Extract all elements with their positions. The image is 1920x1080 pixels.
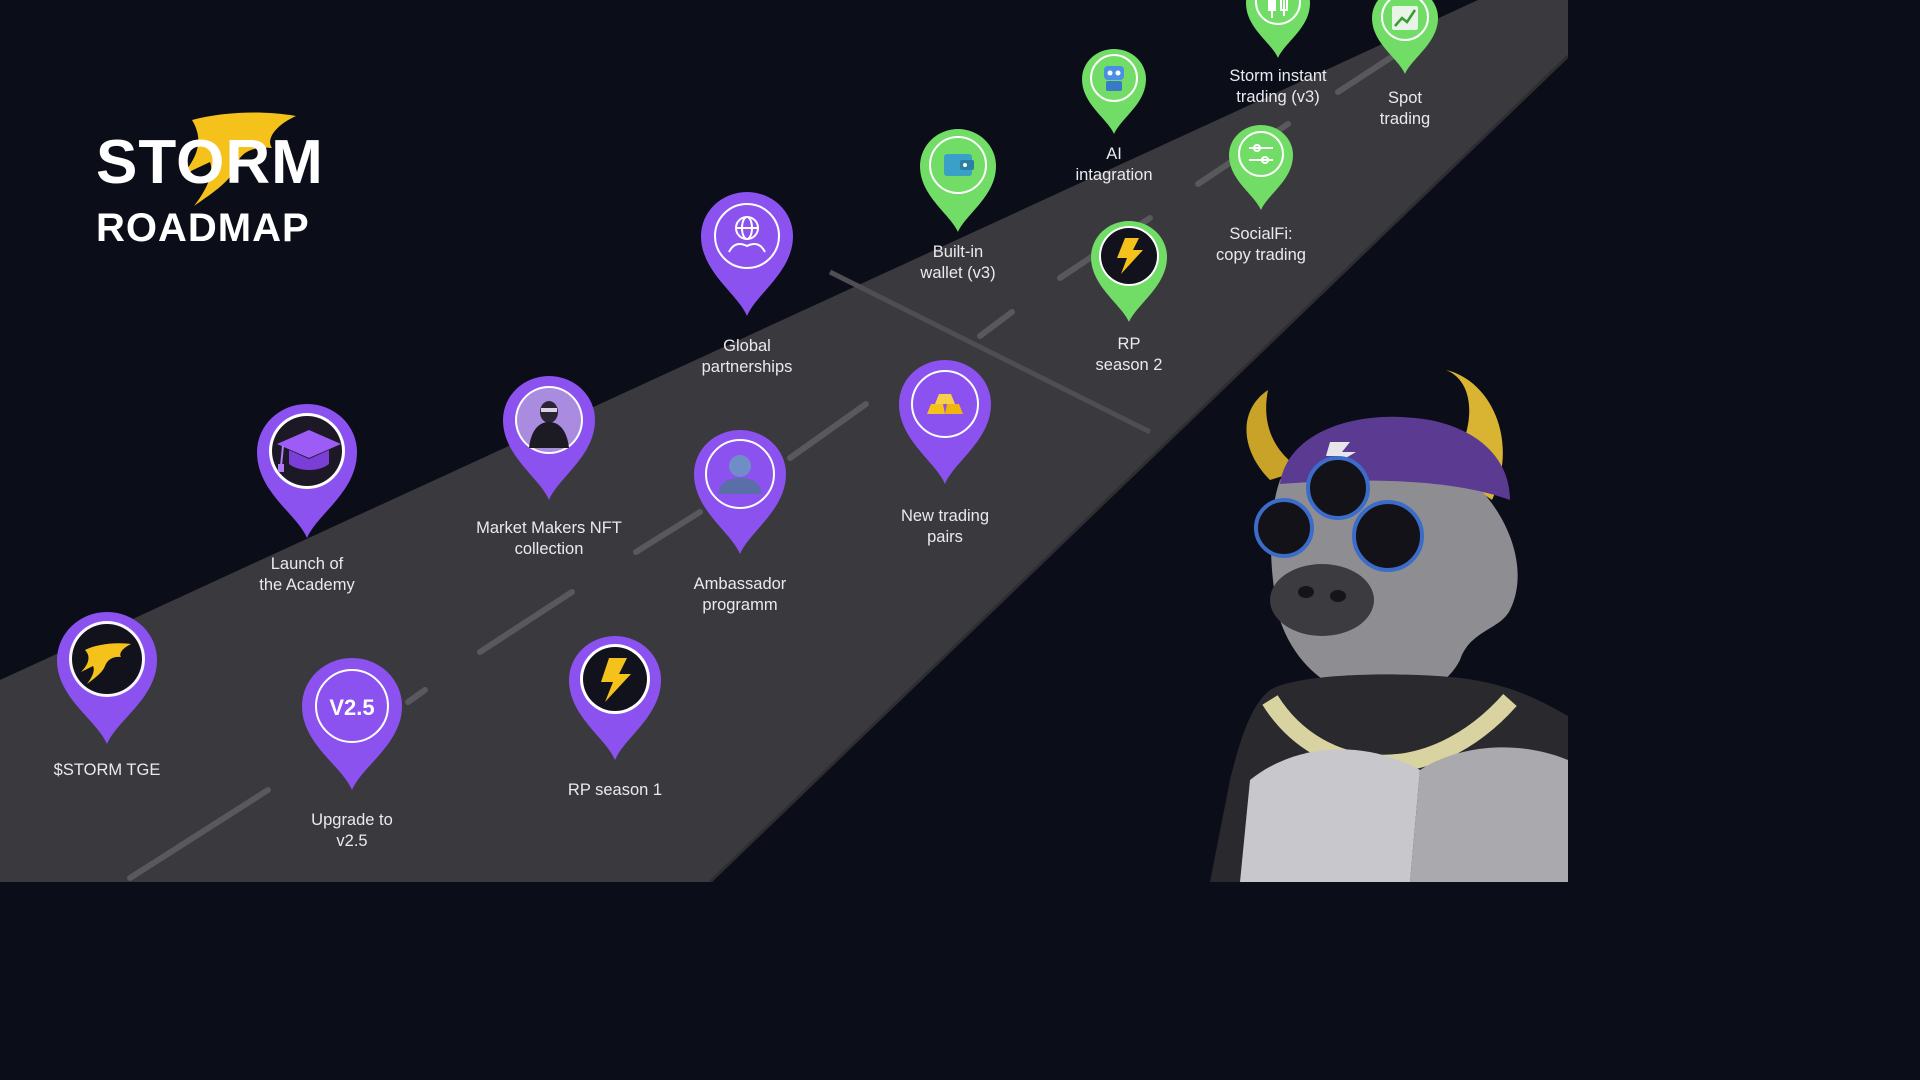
robot-icon bbox=[1104, 66, 1124, 91]
milestone-label: Upgrade to v2.5 bbox=[311, 811, 393, 850]
pin-marker bbox=[57, 612, 157, 744]
pin-marker bbox=[1246, 0, 1310, 58]
roadmap-title: ROADMAP bbox=[96, 206, 310, 250]
road-edge bbox=[708, 54, 1568, 882]
pin-marker bbox=[899, 360, 991, 484]
pin-marker bbox=[701, 192, 793, 316]
milestone-label: SocialFi: copy trading bbox=[1216, 225, 1306, 264]
pin-marker: V2.5 bbox=[302, 658, 402, 790]
wallet-icon bbox=[944, 154, 974, 176]
milestone-label: Launch of the Academy bbox=[259, 555, 355, 594]
pin-marker bbox=[1091, 221, 1167, 322]
pin-marker bbox=[694, 430, 786, 554]
milestone-label: Ambassador programm bbox=[693, 575, 787, 614]
milestone-label: AI intagration bbox=[1075, 145, 1153, 184]
nft-avatar-icon bbox=[529, 401, 569, 448]
pin-marker bbox=[1082, 49, 1146, 134]
pin-marker bbox=[503, 376, 595, 500]
milestone-label: $STORM TGE bbox=[53, 761, 161, 779]
pin-marker bbox=[920, 129, 996, 232]
copy-trading-icon bbox=[1249, 144, 1273, 164]
candlestick-icon bbox=[1268, 0, 1288, 18]
bull-mascot-illustration bbox=[1210, 370, 1568, 882]
user-icon bbox=[718, 455, 762, 494]
milestone-label: Global partnerships bbox=[701, 337, 793, 376]
globe-handshake-icon bbox=[728, 216, 766, 253]
milestone-label: Spot trading bbox=[1379, 89, 1431, 128]
milestone-label: Market Makers NFT collection bbox=[476, 519, 622, 558]
pin-marker bbox=[257, 404, 357, 538]
bolt-icon bbox=[81, 643, 131, 684]
gold-bars-icon bbox=[927, 394, 963, 414]
milestone-label: New trading pairs bbox=[900, 507, 990, 546]
milestone-label: Built-in wallet (v3) bbox=[920, 243, 996, 282]
lightning-bolt-icon bbox=[182, 112, 296, 206]
brand-wordmark: STORM bbox=[96, 128, 324, 197]
road-surface bbox=[0, 0, 1568, 882]
pin-marker bbox=[569, 636, 661, 760]
bolt-icon bbox=[1117, 238, 1143, 274]
roadmap-road bbox=[0, 0, 1568, 882]
chart-up-icon bbox=[1392, 6, 1418, 30]
milestone-label: Storm instant trading (v3) bbox=[1229, 67, 1327, 106]
pin-marker bbox=[1372, 0, 1438, 74]
graduation-cap-icon bbox=[277, 430, 341, 472]
road-divider bbox=[828, 269, 1152, 435]
bolt-icon bbox=[601, 658, 631, 702]
pin-marker bbox=[1229, 125, 1293, 210]
version-badge: V2.5 bbox=[329, 695, 374, 720]
milestone-label: RP season 2 bbox=[1095, 335, 1163, 374]
brand-logo: STORM ROADMAP bbox=[96, 110, 356, 250]
milestone-label: RP season 1 bbox=[567, 781, 663, 799]
